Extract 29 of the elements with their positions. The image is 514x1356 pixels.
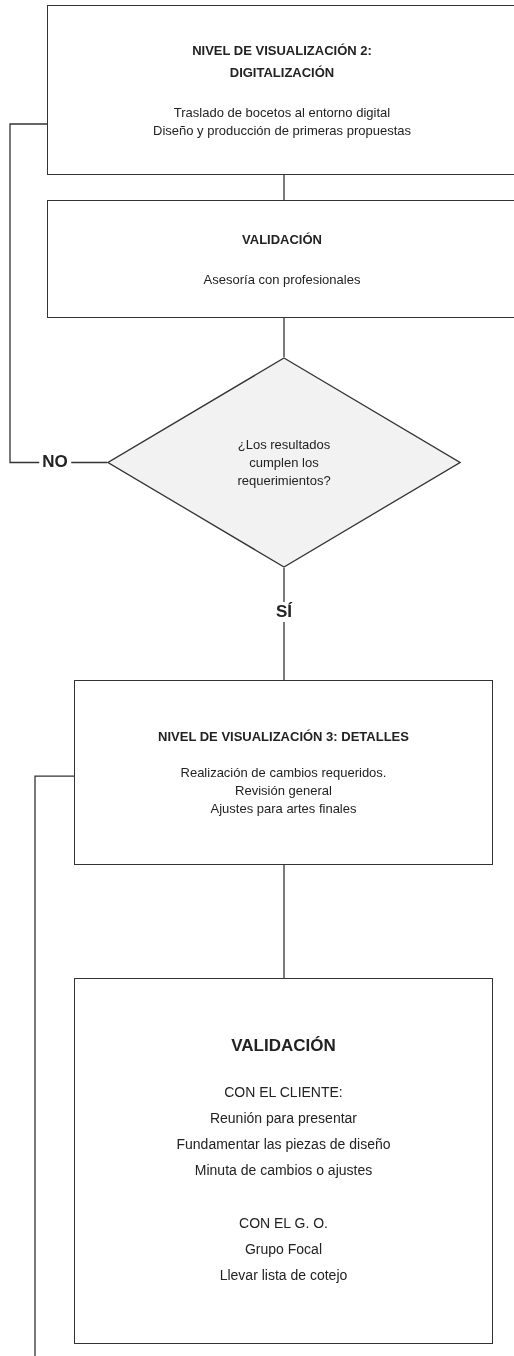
decision-diamond: [107, 357, 461, 568]
box-text: Fundamentar las piezas de diseño: [176, 1135, 391, 1154]
box-text: CON EL G. O.: [239, 1214, 328, 1233]
box-text: Minuta de cambios o ajustes: [194, 1161, 373, 1180]
connector-line: [283, 174, 285, 201]
decision-text: ¿Los resultados cumplen los requerimientos?: [236, 435, 332, 490]
connector-line: [9, 123, 108, 464]
box-text: Ajustes para artes finales: [210, 800, 357, 818]
box-text: Llevar lista de cotejo: [219, 1266, 348, 1285]
box-text: Realización de cambios requeridos.: [180, 764, 387, 782]
box-text: Traslado de bocetos al entorno digital: [173, 104, 391, 122]
process-box: [47, 5, 514, 175]
connector-line: [283, 317, 285, 358]
box-text: Grupo Focal: [244, 1240, 322, 1259]
box-heading: VALIDACIÓN: [242, 230, 322, 249]
box-text: Revisión general: [235, 782, 332, 800]
process-box: [47, 200, 514, 318]
box-heading: VALIDACIÓN: [231, 1035, 336, 1057]
box-text: Asesoría con profesionales: [203, 270, 361, 289]
box-heading: NIVEL DE VISUALIZACIÓN 2: DIGITALIZACIÓN: [191, 42, 373, 82]
box-heading: NIVEL DE VISUALIZACIÓN 3: DETALLES: [158, 728, 409, 746]
process-box: [74, 680, 493, 865]
connector-line: [283, 864, 285, 979]
connector-line: [34, 775, 75, 1356]
box-text: Diseño y producción de primeras propuestas: [153, 122, 411, 140]
connector-line: [283, 567, 285, 681]
box-text: Reunión para presentar: [209, 1109, 358, 1128]
process-box: [74, 978, 493, 1344]
box-text: CON EL CLIENTE:: [224, 1083, 343, 1102]
